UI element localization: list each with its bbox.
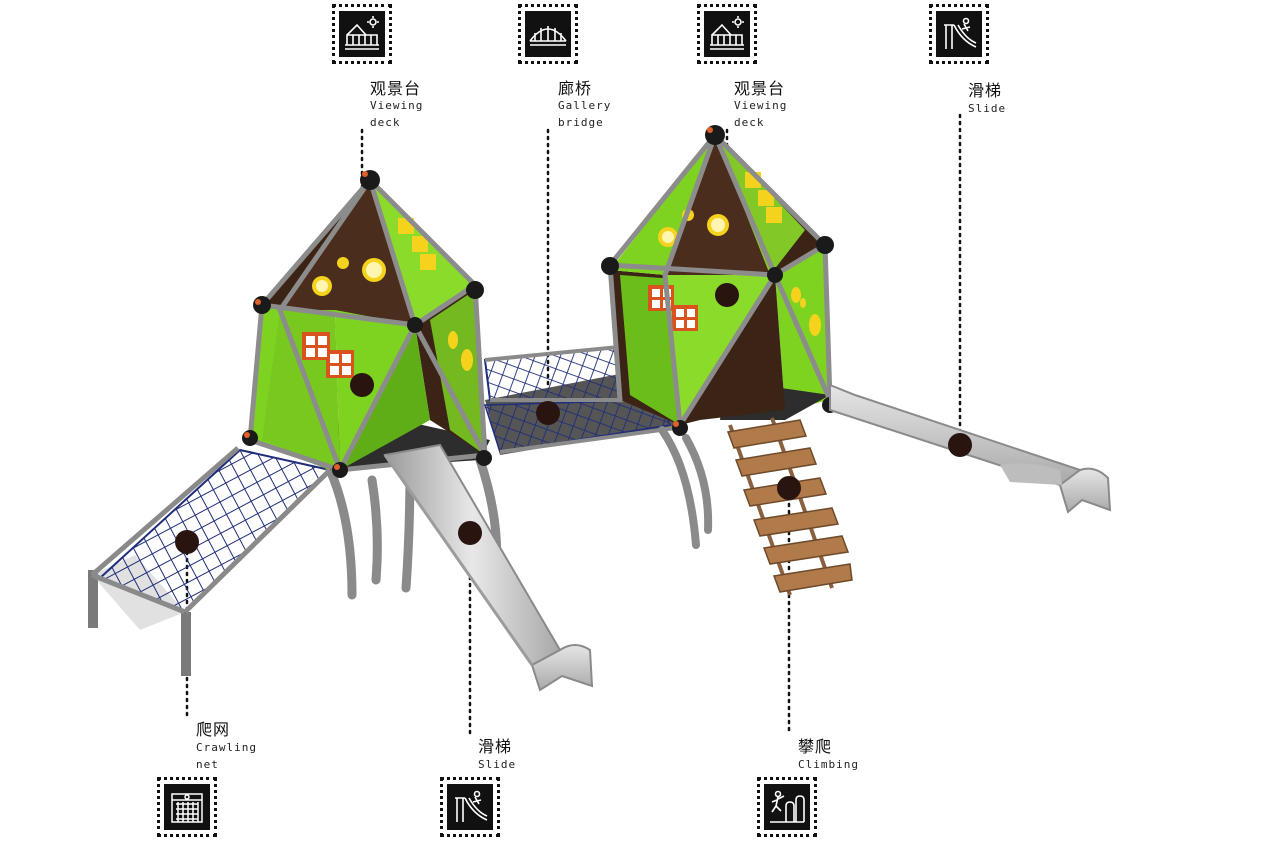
callout-subtitle: Slide [968, 102, 1007, 115]
callout-subtitle-2: deck [370, 116, 401, 129]
viewing-deck-icon-box [697, 4, 757, 64]
marker-climbing [777, 476, 801, 500]
gallery-bridge-icon-box [518, 4, 578, 64]
marker-gallery-bridge [536, 401, 560, 425]
callout-subtitle-2: net [196, 758, 219, 771]
callout-subtitle: Climbing [798, 758, 859, 771]
callout-title: 爬网 [196, 720, 231, 739]
callout-title: 滑梯 [968, 81, 1003, 100]
marker-slide-right [948, 433, 972, 457]
climbing-ladder [726, 417, 853, 596]
callout-title: 观景台 [370, 79, 422, 98]
callout-subtitle: Slide [478, 758, 517, 771]
climbing-icon [770, 790, 805, 823]
marker-crawling-net [175, 530, 199, 554]
viewing-deck-icon-box [332, 4, 392, 64]
callout-subtitle: Viewing [734, 99, 788, 112]
callout-subtitle: Gallery [558, 99, 612, 112]
callout-subtitle: Viewing [370, 99, 424, 112]
feature-markers [175, 283, 972, 554]
callout-title: 观景台 [734, 79, 786, 98]
slide-left [383, 443, 594, 692]
callout-title: 滑梯 [478, 737, 513, 756]
callout-title: 攀爬 [798, 737, 833, 756]
left-tower [242, 170, 492, 478]
callout-title: 廊桥 [558, 79, 593, 98]
gallery-bridge-icon [529, 26, 567, 46]
callout-subtitle: Crawling [196, 741, 257, 754]
slide-icon [455, 790, 488, 822]
callout-subtitle-2: bridge [558, 116, 604, 129]
slide-icon [944, 17, 977, 49]
crawling-net-icon [171, 793, 203, 823]
viewing-deck-icon [345, 16, 379, 50]
marker-viewing-deck-right [715, 283, 739, 307]
marker-viewing-deck-left [350, 373, 374, 397]
slide-icon-box [440, 777, 500, 837]
marker-slide-left [458, 521, 482, 545]
crawling-net [88, 446, 333, 676]
crawling-net-icon-box [157, 777, 217, 837]
climbing-icon-box [757, 777, 817, 837]
right-tower [601, 125, 838, 436]
slide-icon-box [929, 4, 989, 64]
callout-subtitle-2: deck [734, 116, 765, 129]
viewing-deck-icon [710, 16, 744, 50]
